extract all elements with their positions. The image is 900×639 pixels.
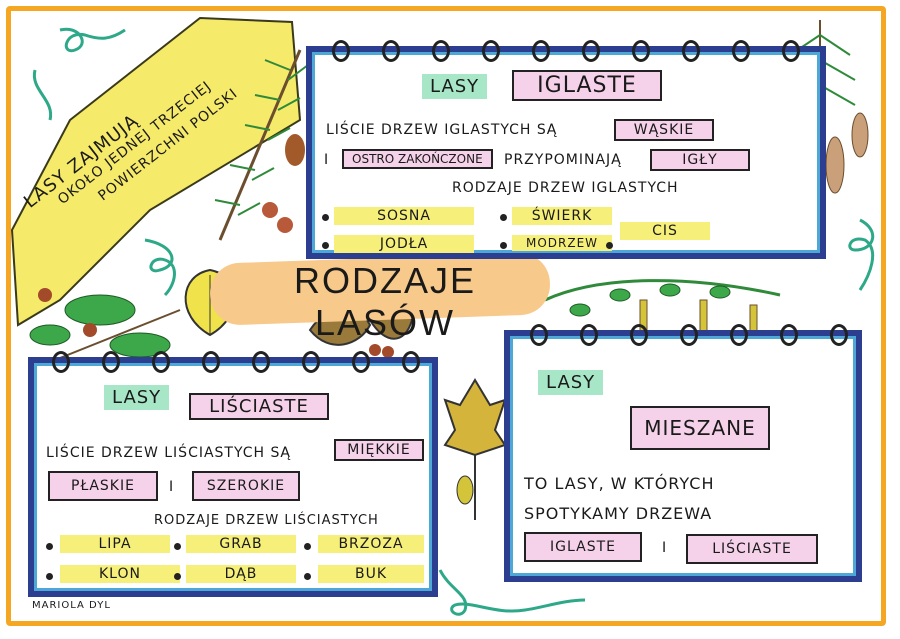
ring-icon (382, 40, 400, 62)
swirl-bottom-icon (438, 569, 586, 616)
pine-branch-icon (214, 49, 309, 241)
iglaste-trait-igly: IGŁY (650, 149, 750, 171)
bullet-icon (174, 543, 181, 550)
bullet-icon (174, 573, 181, 580)
lisciaste-card: LASY LIŚCIASTE LIŚCIE DRZEW LIŚCIASTYCH … (28, 351, 438, 597)
tree-lipa: LIPA (60, 535, 170, 553)
mieszane-line2: SPOTYKAMY DRZEWA (524, 504, 713, 523)
swirl-arrow-icon (32, 27, 126, 121)
bullet-icon (46, 543, 53, 550)
ring-icon (732, 40, 750, 62)
tree-dab: DĄB (186, 565, 296, 583)
ring-icon (202, 351, 220, 373)
ring-icon (680, 324, 698, 346)
ring-icon (432, 40, 450, 62)
ring-icon (152, 351, 170, 373)
mieszane-type-iglaste: IGLASTE (524, 532, 642, 562)
ring-icon (682, 40, 700, 62)
ring-icon (252, 351, 270, 373)
swirl-right-icon (848, 218, 875, 291)
ring-icon (332, 40, 350, 62)
author-signature: MARIOLA DYL (32, 600, 111, 611)
lisciaste-conj: I (169, 479, 175, 495)
bullet-icon (304, 573, 311, 580)
iglaste-sentence: LIŚCIE DRZEW IGLASTYCH SĄ (326, 122, 558, 138)
lisciaste-trait-miekkie: MIĘKKIE (334, 439, 424, 461)
lisciaste-types-header: RODZAJE DRZEW LIŚCIASTYCH (154, 513, 379, 528)
ring-icon (632, 40, 650, 62)
iglaste-conj: I (324, 152, 330, 168)
mieszane-type-lisciaste: LIŚCIASTE (686, 534, 818, 564)
mieszane-card: LASY MIESZANE TO LASY, W KTÓRYCH SPOTYKA… (504, 324, 862, 582)
mieszane-conj: I (662, 540, 668, 556)
tree-grab: GRAB (186, 535, 296, 553)
bullet-icon (606, 242, 613, 249)
ring-icon (482, 40, 500, 62)
bullet-icon (322, 242, 329, 249)
iglaste-trait-ostro: OSTRO ZAKOŃCZONE (342, 149, 493, 169)
bullet-icon (46, 573, 53, 580)
lisciaste-sentence: LIŚCIE DRZEW LIŚCIASTYCH SĄ (46, 445, 291, 461)
ring-icon (730, 324, 748, 346)
iglaste-lasy-label: LASY (422, 74, 488, 99)
iglaste-types-header: RODZAJE DRZEW IGLASTYCH (452, 180, 679, 196)
ring-icon (52, 351, 70, 373)
page-border (6, 6, 886, 626)
tree-jodla: JODŁA (334, 235, 474, 253)
ring-icon (352, 351, 370, 373)
tree-buk: BUK (318, 565, 424, 583)
ring-icon (402, 351, 420, 373)
tree-brzoza: BRZOZA (318, 535, 424, 553)
lisciaste-lasy-label: LASY (104, 385, 170, 410)
beech-branch-icon (29, 288, 181, 371)
ring-icon (102, 351, 120, 373)
ring-icon (630, 324, 648, 346)
bullet-icon (500, 214, 507, 221)
iglaste-trait-waskie: WĄSKIE (614, 119, 714, 141)
page-title: RODZAJE LASÓW (293, 260, 476, 343)
tree-sosna: SOSNA (334, 207, 474, 225)
tree-cis: CIS (620, 222, 710, 240)
lisciaste-trait-plaskie: PŁASKIE (48, 471, 158, 501)
tree-klon: KLON (60, 565, 180, 583)
ring-icon (532, 40, 550, 62)
lisciaste-trait-szerokie: SZEROKIE (192, 471, 300, 501)
iglaste-resemble: PRZYPOMINAJĄ (504, 152, 622, 168)
bullet-icon (322, 214, 329, 221)
swirl-icon (144, 238, 176, 297)
tree-modrzew: MODRZEW (512, 235, 612, 251)
ring-icon (582, 40, 600, 62)
lisciaste-title: LIŚCIASTE (189, 393, 329, 420)
iglaste-card: LASY IGLASTE LIŚCIE DRZEW IGLASTYCH SĄ W… (306, 40, 826, 259)
mieszane-line1: TO LASY, W KTÓRYCH (524, 474, 715, 493)
ring-icon (530, 324, 548, 346)
ring-icon (780, 324, 798, 346)
bullet-icon (304, 543, 311, 550)
ring-icon (830, 324, 848, 346)
ring-icon (302, 351, 320, 373)
banner-shape (10, 16, 302, 327)
mieszane-lasy-label: LASY (538, 370, 604, 395)
ring-icon (580, 324, 598, 346)
ring-icon (782, 40, 800, 62)
iglaste-title: IGLASTE (512, 70, 662, 101)
tree-swierk: ŚWIERK (512, 207, 612, 225)
mieszane-title: MIESZANE (630, 406, 770, 450)
birch-catkins-icon (544, 279, 781, 361)
maple-leaf-icon (443, 378, 507, 520)
bullet-icon (500, 242, 507, 249)
